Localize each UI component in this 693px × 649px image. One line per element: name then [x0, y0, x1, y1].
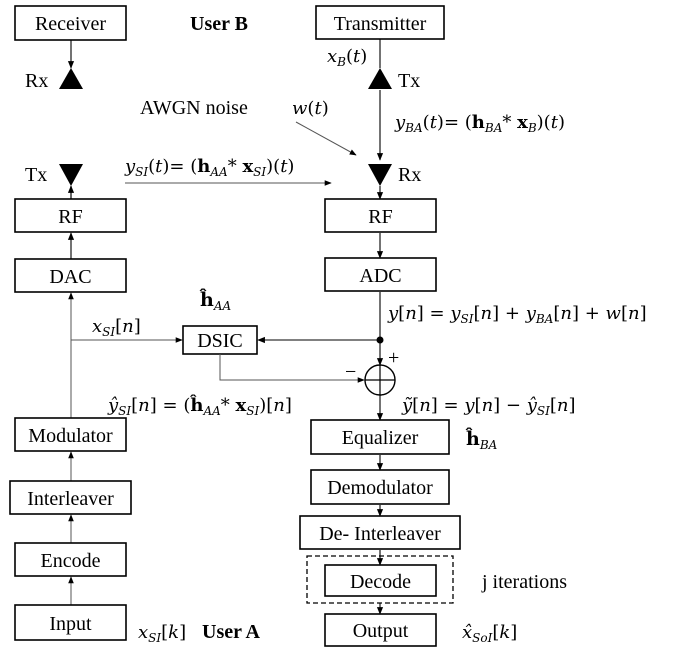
output-label: Output: [353, 620, 409, 642]
dac-label: DAC: [49, 266, 91, 288]
tx-b-label: Tx: [398, 70, 420, 92]
minus-sign: −: [345, 361, 356, 383]
equalizer-block: Equalizer: [310, 419, 450, 455]
tx-a-label: Tx: [25, 164, 47, 186]
encode-block: Encode: [14, 542, 127, 577]
rf-a-label: RF: [58, 206, 82, 228]
rf-b-block: RF: [324, 198, 437, 233]
interleaver-label: Interleaver: [27, 488, 114, 510]
modulator-block: Modulator: [14, 417, 127, 452]
h-aa-hat-label: ĥAA: [199, 288, 231, 313]
y-n-equation: y[n] = ySI[n] + yBA[n] + w[n]: [387, 303, 647, 326]
x-b-label: xB(t): [327, 46, 367, 69]
rf-a-block: RF: [14, 198, 127, 233]
awgn-label: AWGN noise: [140, 97, 248, 119]
dsic-block: DSIC: [182, 325, 258, 355]
modulator-label: Modulator: [28, 425, 113, 447]
y-si-hat-equation: ŷSI[n] = (ĥAA* xSI)[n]: [107, 393, 292, 418]
j-iterations-label: j iterations: [481, 571, 567, 593]
encode-label: Encode: [41, 550, 101, 572]
deinterleaver-label: De- Interleaver: [319, 523, 441, 545]
y-tilde-equation: ỹ[n] = y[n] − ŷSI[n]: [401, 395, 576, 418]
tx-b-antenna-icon: [368, 68, 392, 89]
decode-label: Decode: [350, 571, 411, 593]
rx-b-antenna-icon: [368, 164, 392, 186]
summing-junction-icon: [364, 364, 396, 396]
rf-b-label: RF: [368, 206, 392, 228]
output-block: Output: [324, 613, 437, 647]
x-si-k-label: xSI[k]: [138, 622, 186, 645]
demodulator-block: Demodulator: [310, 469, 450, 505]
equalizer-label: Equalizer: [342, 427, 419, 449]
rx-a-label: Rx: [25, 70, 48, 92]
x-si-n-label: xSI[n]: [92, 316, 141, 339]
receiver-label: Receiver: [35, 13, 106, 35]
input-label: Input: [49, 613, 92, 635]
adc-label: ADC: [359, 265, 401, 287]
rx-antenna-icon: [59, 68, 83, 89]
tx-antenna-icon: [59, 164, 83, 186]
receiver-block: Receiver: [14, 5, 127, 41]
h-ba-hat-label: ĥBA: [465, 427, 498, 452]
decode-block: Decode: [324, 564, 437, 597]
interleaver-block: Interleaver: [9, 480, 132, 515]
user-a-label: User A: [202, 621, 261, 643]
w-t-label: w(t): [292, 98, 329, 119]
transmitter-label: Transmitter: [334, 13, 427, 35]
input-block: Input: [14, 604, 127, 641]
rx-b-label: Rx: [398, 164, 421, 186]
demodulator-label: Demodulator: [327, 477, 433, 499]
adc-block: ADC: [324, 257, 437, 292]
y-si-t-equation: ySI(t)= (hAA* xSI)(t): [124, 156, 294, 179]
user-b-label: User B: [190, 13, 248, 35]
dsic-label: DSIC: [197, 330, 243, 352]
plus-sign: +: [388, 347, 399, 369]
transmitter-block: Transmitter: [315, 5, 445, 40]
x-soi-hat-label: x̂SoI[k]: [462, 622, 517, 645]
deinterleaver-block: De- Interleaver: [299, 515, 461, 550]
y-ba-equation: yBA(t)= (hBA* xB)(t): [394, 112, 565, 135]
dac-block: DAC: [14, 258, 127, 293]
